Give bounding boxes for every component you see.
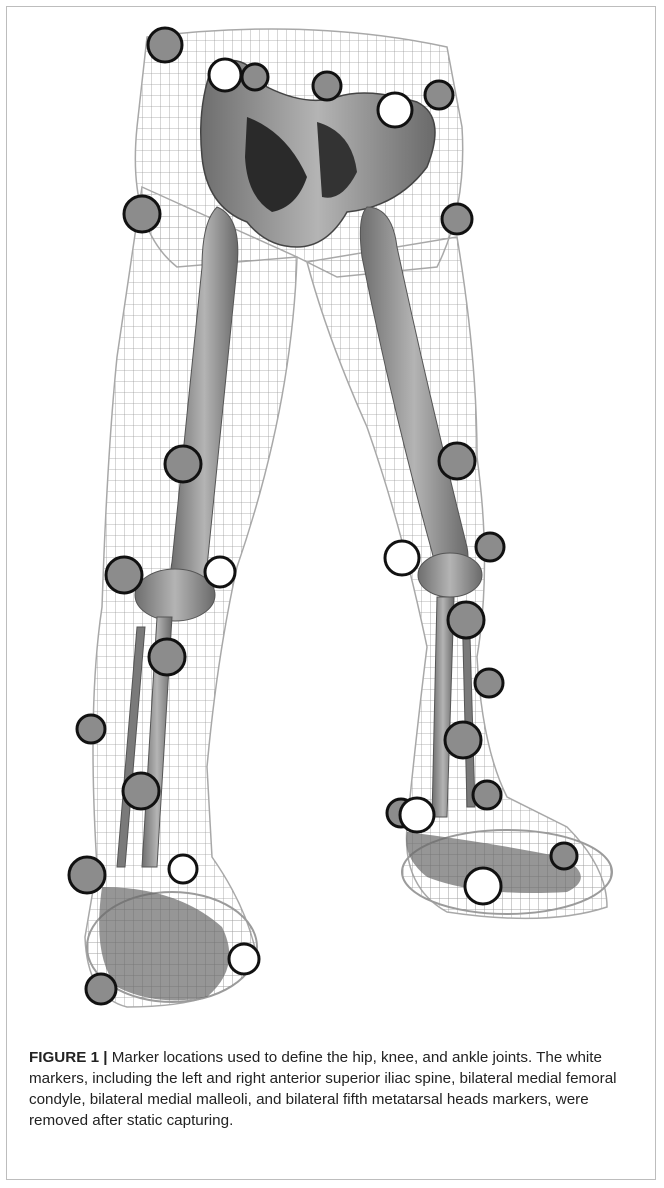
- marker-retained: [476, 533, 504, 561]
- marker-retained: [242, 64, 268, 90]
- marker-retained: [77, 715, 105, 743]
- marker-retained: [475, 669, 503, 697]
- figure-caption-text: Marker locations used to define the hip,…: [29, 1049, 617, 1129]
- marker-removed: [205, 557, 235, 587]
- marker-removed: [385, 541, 419, 575]
- marker-removed: [400, 798, 434, 832]
- marker-retained: [86, 974, 116, 1004]
- figure-frame: FIGURE 1 | Marker locations used to defi…: [6, 6, 656, 1180]
- figure-label: FIGURE 1 |: [29, 1049, 108, 1066]
- marker-retained: [448, 602, 484, 638]
- marker-retained: [149, 639, 185, 675]
- marker-retained: [551, 843, 577, 869]
- marker-retained: [473, 781, 501, 809]
- marker-retained: [439, 443, 475, 479]
- marker-removed: [209, 59, 241, 91]
- lower-body-skeleton-illustration: [7, 7, 657, 1017]
- marker-retained: [106, 557, 142, 593]
- marker-retained: [425, 81, 453, 109]
- marker-removed: [169, 855, 197, 883]
- marker-retained: [124, 196, 160, 232]
- marker-retained: [69, 857, 105, 893]
- marker-retained: [445, 722, 481, 758]
- marker-removed: [465, 868, 501, 904]
- marker-removed: [378, 93, 412, 127]
- marker-retained: [442, 204, 472, 234]
- marker-retained: [313, 72, 341, 100]
- marker-retained: [123, 773, 159, 809]
- figure-caption: FIGURE 1 | Marker locations used to defi…: [29, 1047, 639, 1131]
- marker-retained: [165, 446, 201, 482]
- marker-retained: [148, 28, 182, 62]
- marker-removed: [229, 944, 259, 974]
